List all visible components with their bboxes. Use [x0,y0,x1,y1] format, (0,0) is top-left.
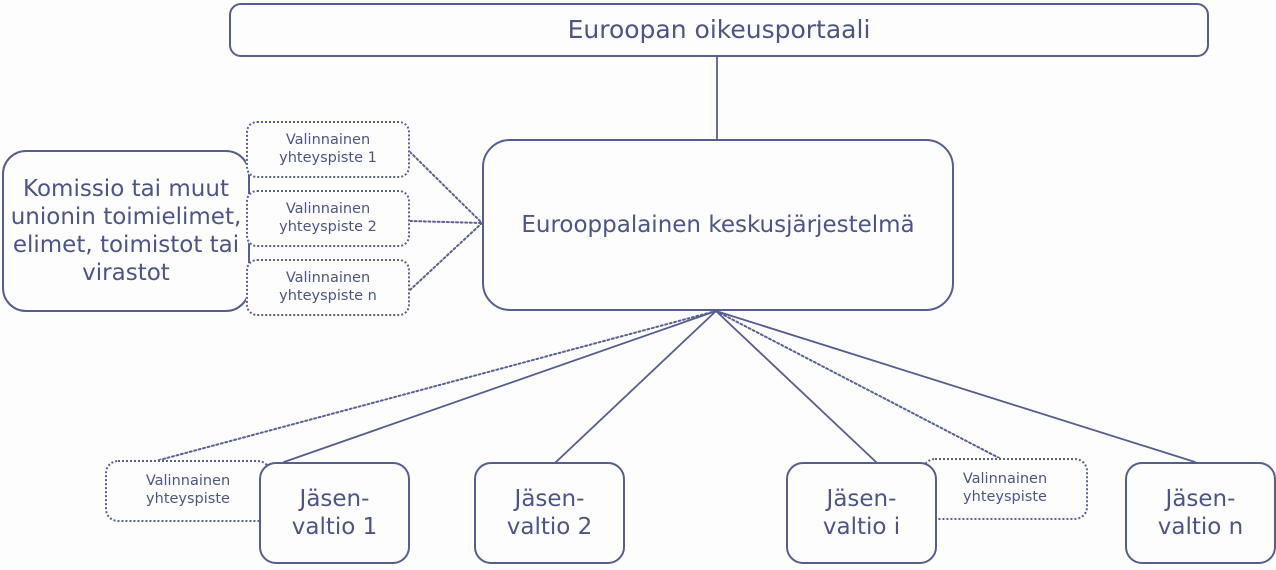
node-member-state-1[interactable]: Jäsen- valtio 1 [259,462,410,564]
node-portal-label: Euroopan oikeusportaali [567,14,871,44]
node-member-state-i[interactable]: Jäsen- valtio i [786,462,937,564]
node-central-system-label: Eurooppalainen keskusjärjestelmä [521,211,915,238]
node-commission-and-union-bodies[interactable]: Komissio tai muut unionin toimielimet, e… [2,150,250,312]
node-optional-contact-point-member-state-i[interactable]: Valinnainen yhteyspiste [922,458,1088,520]
connector-central-to-bottom-1 [151,310,717,463]
node-optional-contact-point-2-label: Valinnainen yhteyspiste 2 [279,200,377,235]
connector-central-to-bottom-2 [283,310,717,463]
node-member-state-2-label: Jäsen- valtio 2 [506,485,593,540]
connector-central-to-bottom-5 [715,310,1004,461]
node-optional-contact-point-n-label: Valinnainen yhteyspiste n [279,269,377,304]
node-european-central-system[interactable]: Eurooppalainen keskusjärjestelmä [482,139,954,311]
node-european-justice-portal[interactable]: Euroopan oikeusportaali [229,3,1209,57]
node-optional-contact-point-1[interactable]: Valinnainen yhteyspiste 1 [246,121,410,178]
node-optional-contact-point-member-state-1[interactable]: Valinnainen yhteyspiste [105,460,271,522]
node-member-state-1-label: Jäsen- valtio 1 [291,485,378,540]
node-member-state-i-label: Jäsen- valtio i [822,485,901,540]
node-optional-contact-point-2[interactable]: Valinnainen yhteyspiste 2 [246,190,410,247]
node-member-state-2[interactable]: Jäsen- valtio 2 [474,462,625,564]
connector-central-to-bottom-4 [715,310,877,463]
connector-central-to-bottom-3 [555,310,717,463]
node-member-state-n-label: Jäsen- valtio n [1157,485,1244,540]
node-optional-contact-point-member-state-i-label: Valinnainen yhteyspiste [962,471,1048,505]
node-optional-contact-point-member-state-1-label: Valinnainen yhteyspiste [145,473,231,507]
node-optional-contact-point-1-label: Valinnainen yhteyspiste 1 [279,131,377,166]
connector-central-to-bottom-6 [715,310,1196,463]
connector-contact-point-1-to-central [409,151,483,224]
connector-contact-point-2-to-central [409,220,483,224]
node-commission-label: Komissio tai muut unionin toimielimet, e… [10,175,242,287]
node-member-state-n[interactable]: Jäsen- valtio n [1125,462,1276,564]
connector-contact-point-3-to-central [409,222,483,291]
node-optional-contact-point-n[interactable]: Valinnainen yhteyspiste n [246,259,410,316]
